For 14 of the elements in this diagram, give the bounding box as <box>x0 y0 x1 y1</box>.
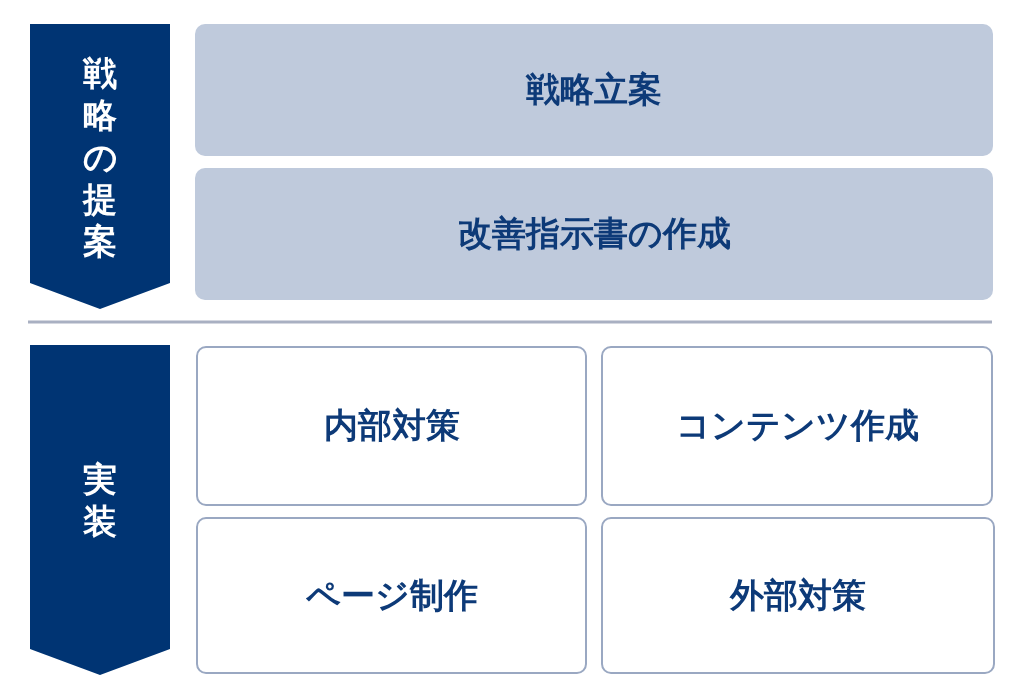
task-card <box>195 168 993 300</box>
task-label: 戦略立案 <box>526 68 662 111</box>
task-label: 外部対策 <box>730 573 866 617</box>
stage-label: 戦略の提案 <box>82 51 118 262</box>
task-label: コンテンツ作成 <box>675 404 919 447</box>
stage-label: 実装 <box>82 458 118 542</box>
task-card <box>196 346 587 506</box>
task-label: 内部対策 <box>323 404 460 447</box>
task-card <box>601 517 995 674</box>
task-card <box>601 346 993 506</box>
task-label: 改善指示書の作成 <box>457 212 731 255</box>
task-card <box>195 24 993 156</box>
task-card <box>196 517 587 674</box>
task-label: ページ制作 <box>305 573 478 617</box>
